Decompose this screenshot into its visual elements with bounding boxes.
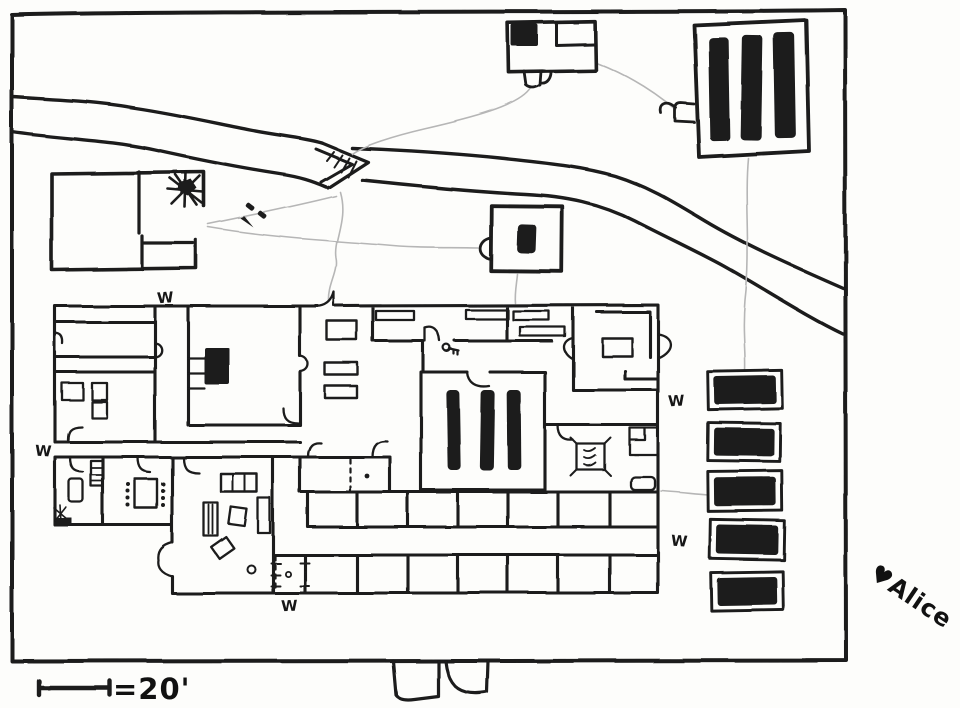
river — [10, 95, 845, 336]
well-mark-left: W — [35, 442, 53, 461]
small-burst-icon — [53, 504, 72, 526]
stairs-square-icon — [570, 437, 612, 477]
scale-label: =20' — [113, 672, 191, 706]
garden-rows-building — [659, 18, 811, 159]
garden-row-bars — [708, 31, 796, 142]
north-house-building — [505, 19, 598, 89]
dining-table-icon — [126, 477, 165, 510]
footbridge-icon — [314, 141, 370, 190]
trails — [207, 62, 749, 496]
well-mark-bottom: W — [281, 597, 299, 616]
burst-mark-icon — [166, 170, 205, 209]
signature: ♥Alice — [865, 559, 958, 634]
farmhouse-floorplan — [53, 290, 672, 595]
map-border — [10, 8, 848, 663]
well-mark-right-lower: W — [670, 532, 688, 551]
scale-bar-icon — [36, 678, 113, 698]
well-house-building — [478, 203, 565, 274]
well-mark-right: W — [668, 391, 686, 410]
animal-tracks-icon — [240, 202, 267, 227]
well-mark-top: W — [156, 288, 174, 307]
gate-icon — [391, 659, 490, 702]
raised-beds — [706, 368, 786, 613]
stall-bars-icon — [446, 389, 522, 471]
garden-gate — [659, 101, 696, 124]
wood-stove-icon — [186, 347, 229, 390]
couch-icon — [219, 472, 259, 494]
shed-building — [50, 170, 206, 272]
key-icon — [442, 343, 461, 357]
